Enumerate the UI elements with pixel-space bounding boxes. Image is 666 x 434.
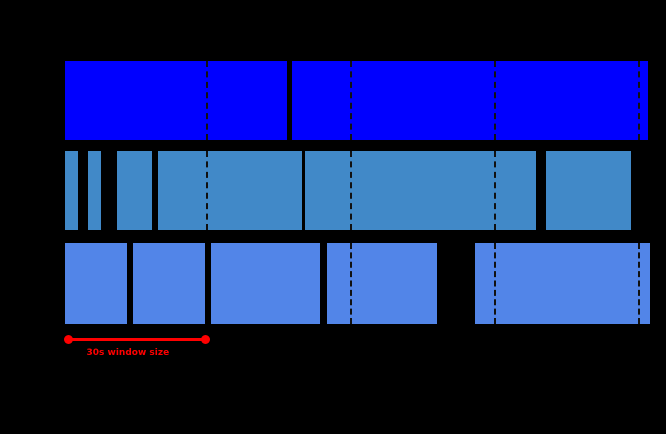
bar-segment	[117, 151, 152, 230]
bar-segment	[211, 243, 320, 324]
bar-segment	[546, 151, 631, 230]
annotation-dot-right	[201, 335, 210, 344]
bar-segment	[133, 243, 205, 324]
bar-segment	[65, 243, 127, 324]
bar-segment	[475, 243, 650, 324]
bar-segment	[158, 151, 302, 230]
bar-row-track-2	[0, 151, 666, 230]
annotation-label: 30s window size	[86, 348, 170, 358]
bar-segment	[88, 151, 101, 230]
bar-segment	[65, 151, 78, 230]
bar-row-track-1	[0, 61, 666, 140]
bar-segment	[327, 243, 437, 324]
bar-segment	[305, 151, 536, 230]
bar-segment	[65, 61, 287, 140]
bar-segment	[292, 61, 648, 140]
annotation-line	[68, 338, 205, 341]
bar-row-track-3	[0, 243, 666, 324]
annotation-dot-left	[64, 335, 73, 344]
